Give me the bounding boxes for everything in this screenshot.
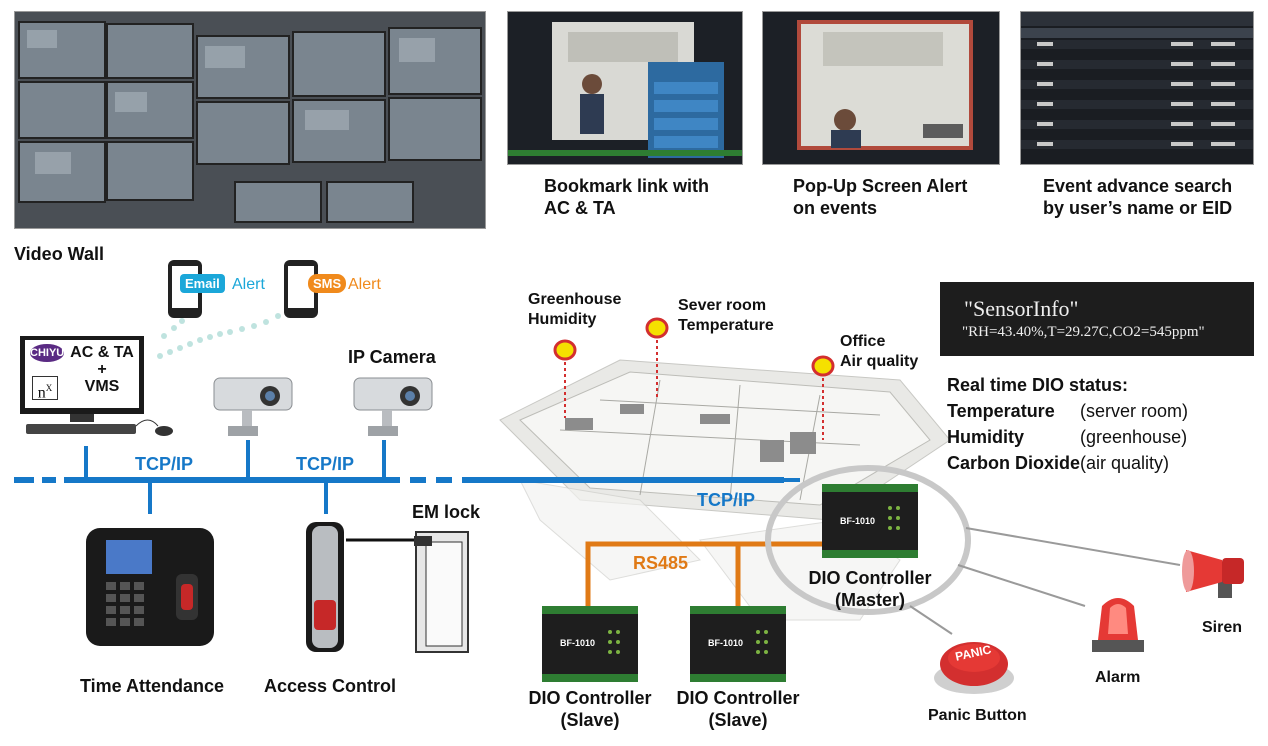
- output-lines: [909, 527, 1181, 635]
- popup-screen-image: [763, 12, 999, 164]
- pc-text: AC & TA + VMS: [62, 344, 142, 395]
- sms-badge: SMS: [308, 274, 347, 293]
- panic-button-label: Panic Button: [928, 707, 1027, 724]
- popup-caption: Pop-Up Screen Alert on events: [793, 176, 968, 218]
- dio-master-device-icon: [822, 484, 918, 558]
- siren-label: Siren: [1202, 619, 1243, 636]
- sensorinfo-title: "SensorInfo": [964, 296, 1079, 321]
- pc-line1: AC & TA: [70, 344, 134, 361]
- bookmark-caption: Bookmark link with AC & TA: [544, 176, 710, 218]
- rs485-label: RS485: [633, 553, 689, 573]
- time-attendance-device-icon: [86, 528, 214, 646]
- ip-camera-label: IP Camera: [348, 347, 436, 367]
- popup-screenshot: [762, 11, 1000, 165]
- dio-slave-1-label: DIO Controller (Slave): [528, 688, 652, 730]
- panic-button-icon: [934, 642, 1014, 694]
- dio-status-name: Carbon Dioxide: [947, 453, 1081, 473]
- dio-status-value: (server room): [1080, 401, 1189, 421]
- sensorinfo-reading: "RH=43.40%,T=29.27C,CO2=545ppm": [962, 324, 1205, 340]
- tcpip-label-2: TCP/IP: [296, 454, 355, 474]
- dio-status-value: (air quality): [1080, 453, 1170, 473]
- access-control-reader-icon: [306, 522, 344, 652]
- dio-status: Real time DIO status: Temperature (serve…: [947, 372, 1188, 476]
- sms-alert: SMS Alert: [282, 258, 392, 320]
- dio-slave-1-device-icon: [542, 606, 638, 682]
- em-lock-label: EM lock: [412, 502, 481, 522]
- greenhouse-sensor-label: Greenhouse Humidity: [528, 291, 622, 328]
- dio-status-name: Temperature: [947, 401, 1055, 421]
- dio-status-name: Humidity: [947, 427, 1025, 447]
- sensor-pins: [553, 317, 835, 440]
- time-attendance-label: Time Attendance: [80, 676, 225, 696]
- bookmark-screenshot: [507, 11, 743, 165]
- dio-slave-1-model: BF-1010: [560, 638, 596, 648]
- server-room-sensor-label: Sever room Temperature: [678, 297, 774, 334]
- video-wall-photo: [14, 11, 486, 229]
- em-lock-door-icon: [414, 531, 469, 653]
- sms-alert-word: Alert: [348, 276, 381, 293]
- dio-slave-2-device-icon: [690, 606, 786, 682]
- chiyu-logo: CHIYU: [30, 344, 64, 362]
- dio-slave-2-model: BF-1010: [708, 638, 744, 648]
- office-sensor-label: Office Air quality: [840, 333, 919, 370]
- event-search-caption: Event advance search by user’s name or E…: [1043, 176, 1233, 218]
- dio-master-model: BF-1010: [840, 516, 876, 526]
- nx-logo: nX: [32, 376, 58, 402]
- email-alert-word: Alert: [232, 276, 265, 293]
- dio-status-row: Carbon Dioxide (air quality): [947, 450, 1169, 476]
- pc-line2: +: [97, 361, 107, 378]
- event-search-image: [1021, 12, 1253, 164]
- siren-icon: [1182, 550, 1244, 598]
- event-search-screenshot: [1020, 11, 1254, 165]
- dio-status-heading: Real time DIO status:: [947, 375, 1129, 395]
- access-control-label: Access Control: [264, 676, 397, 696]
- dio-status-row: Temperature (server room): [947, 398, 1188, 424]
- sensorinfo-panel: "SensorInfo" "RH=43.40%,T=29.27C,CO2=545…: [940, 282, 1254, 356]
- pc-line3: VMS: [84, 378, 120, 395]
- ip-camera-2-icon: [353, 377, 433, 436]
- master-highlight-ring: [765, 465, 971, 615]
- dio-status-value: (greenhouse): [1080, 427, 1188, 447]
- ip-camera-1-icon: [213, 377, 293, 436]
- email-badge: Email: [180, 274, 225, 293]
- alarm-light-icon: [1092, 598, 1144, 652]
- tcpip-label-1: TCP/IP: [135, 454, 194, 474]
- video-wall-label: Video Wall: [14, 244, 105, 264]
- dio-status-row: Humidity (greenhouse): [947, 424, 1187, 450]
- video-wall-monitors: [15, 12, 485, 228]
- nx-logo-n: n: [37, 384, 46, 402]
- bookmark-screen-image: [508, 12, 742, 164]
- tcpip-label-3: TCP/IP: [697, 490, 756, 510]
- pc-workstation: CHIYU nX AC & TA + VMS: [18, 334, 178, 440]
- email-alert: Email Alert: [166, 258, 276, 320]
- nx-logo-sup: X: [45, 383, 53, 393]
- dio-slave-2-label: DIO Controller (Slave): [676, 688, 800, 730]
- tcpip-drops: [84, 440, 800, 514]
- alarm-label: Alarm: [1095, 669, 1141, 686]
- dio-master-label: DIO Controller (Master): [808, 568, 932, 610]
- rs485-bus: [585, 541, 824, 606]
